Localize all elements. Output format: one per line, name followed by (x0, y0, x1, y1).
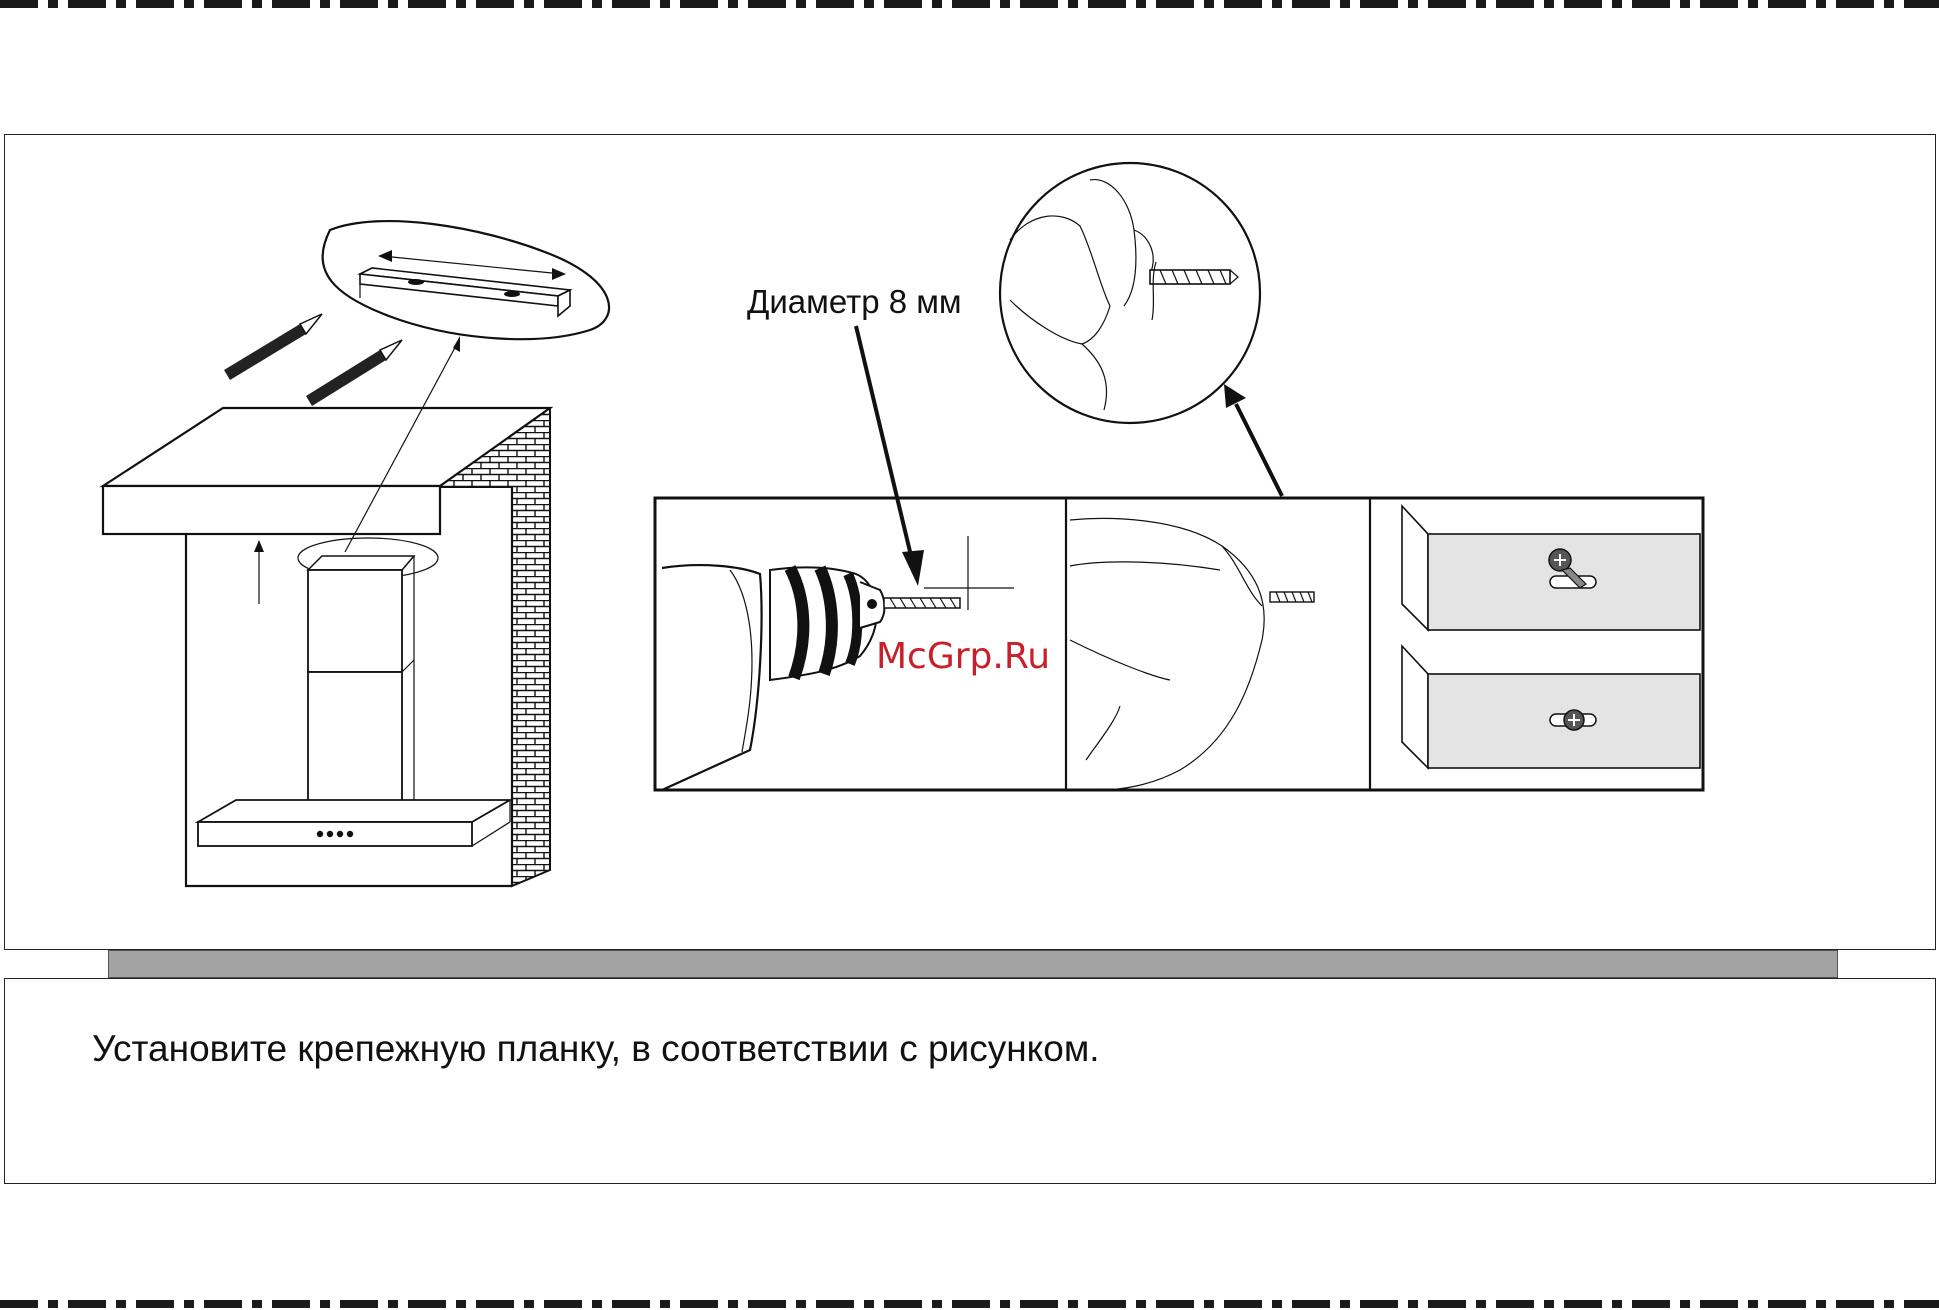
dowel-step-panel (1070, 518, 1314, 790)
screw-step-panel (1402, 506, 1700, 768)
hood-installation-scene (103, 336, 550, 886)
dowel-insert-magnifier (1000, 163, 1260, 423)
hood-front (198, 822, 472, 846)
chimney-upper (308, 570, 402, 672)
bracket-callout (323, 221, 609, 339)
screw-icon (1564, 710, 1584, 730)
pencil-icon (306, 340, 402, 406)
drill-diameter-label: Диаметр 8 мм (747, 283, 962, 320)
hood-canopy (198, 800, 510, 822)
label-pointer-arrow (856, 326, 924, 586)
chimney-lower (308, 672, 402, 812)
watermark-text: McGrp.Ru (876, 636, 1050, 677)
magnifier-pointer-arrow (1224, 384, 1282, 496)
cabinet-front (103, 486, 440, 534)
pencil-icon (224, 314, 322, 380)
instruction-text: Установите крепежную планку, в соответст… (92, 1028, 1100, 1070)
